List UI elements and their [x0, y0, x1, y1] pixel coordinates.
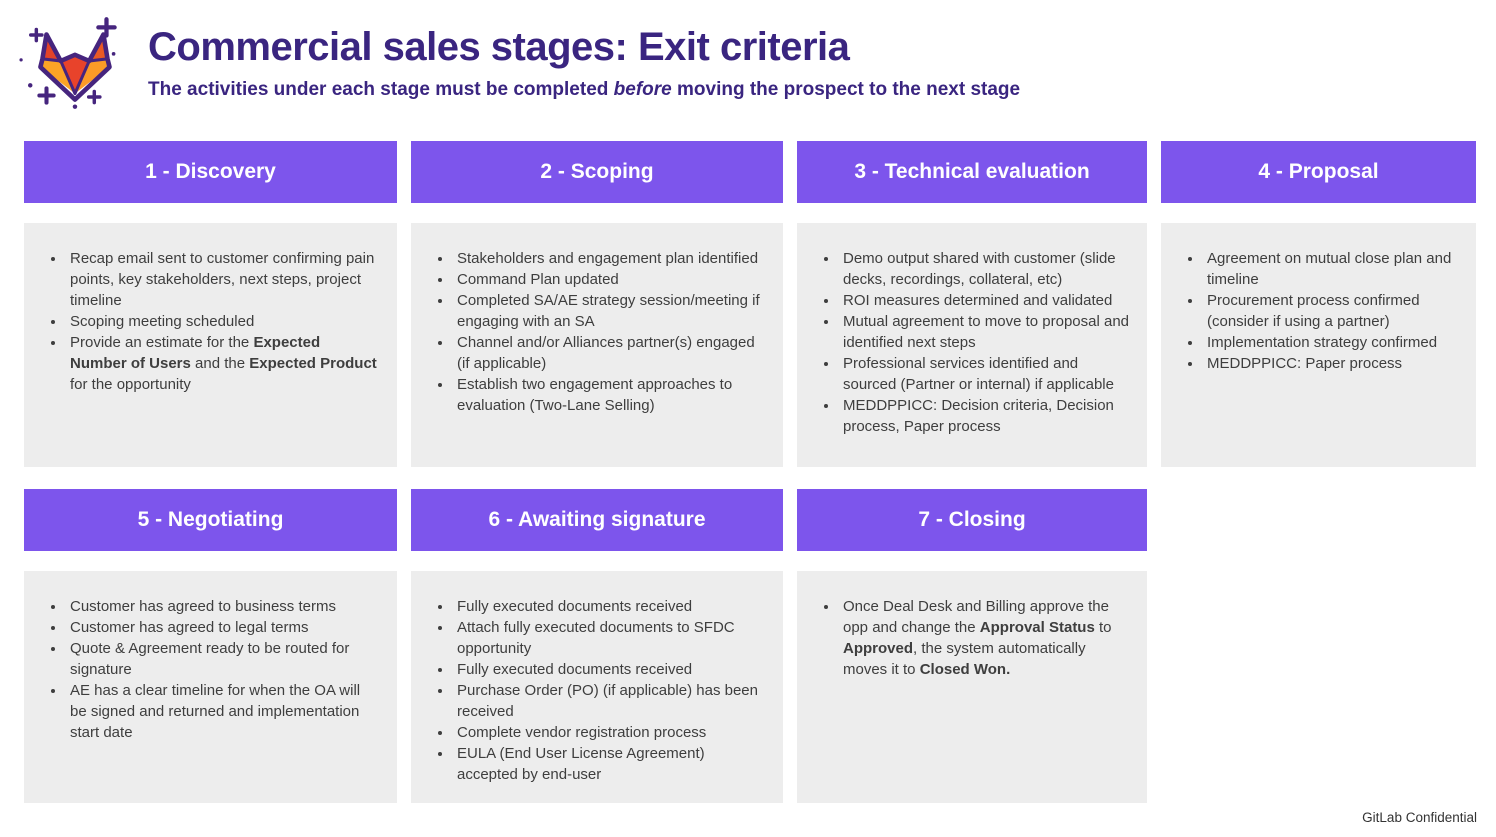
stage-header-awaiting-signature: 6 - Awaiting signature: [411, 489, 783, 551]
stage-card-discovery: 1 - Discovery Recap email sent to custom…: [24, 141, 397, 467]
stage-card-closing: 7 - Closing Once Deal Desk and Billing a…: [797, 489, 1147, 803]
stage-bullets-closing: Once Deal Desk and Billing approve the o…: [839, 596, 1129, 680]
stage-body-discovery: Recap email sent to customer confirming …: [24, 223, 397, 467]
stage-header-scoping: 2 - Scoping: [411, 141, 783, 203]
stage-bullets-proposal: Agreement on mutual close plan and timel…: [1203, 248, 1458, 374]
stage-bullets-technical-evaluation: Demo output shared with customer (slide …: [839, 248, 1129, 437]
stage-card-scoping: 2 - Scoping Stakeholders and engagement …: [411, 141, 783, 467]
stage-header-negotiating: 5 - Negotiating: [24, 489, 397, 551]
stage-body-awaiting-signature: Fully executed documents receivedAttach …: [411, 571, 783, 803]
page-subtitle: The activities under each stage must be …: [148, 79, 1021, 100]
page-title: Commercial sales stages: Exit criteria: [148, 25, 850, 69]
masthead: Commercial sales stages: Exit criteria T…: [0, 0, 1496, 140]
stage-bullets-scoping: Stakeholders and engagement plan identif…: [453, 248, 765, 416]
confidential-footer: GitLab Confidential: [1362, 810, 1477, 825]
stage-body-scoping: Stakeholders and engagement plan identif…: [411, 223, 783, 467]
stage-card-awaiting-signature: 6 - Awaiting signature Fully executed do…: [411, 489, 783, 803]
stage-body-closing: Once Deal Desk and Billing approve the o…: [797, 571, 1147, 803]
stage-bullets-awaiting-signature: Fully executed documents receivedAttach …: [453, 596, 765, 785]
stage-header-technical-evaluation: 3 - Technical evaluation: [797, 141, 1147, 203]
stage-grid: 1 - Discovery Recap email sent to custom…: [24, 141, 1476, 803]
stage-card-proposal: 4 - Proposal Agreement on mutual close p…: [1161, 141, 1476, 467]
gitlab-tanuki-logo: [19, 17, 117, 109]
sparkle-plus-icons: [29, 17, 117, 105]
stage-card-negotiating: 5 - Negotiating Customer has agreed to b…: [24, 489, 397, 803]
stage-header-closing: 7 - Closing: [797, 489, 1147, 551]
stage-bullets-negotiating: Customer has agreed to business termsCus…: [66, 596, 379, 743]
stage-header-proposal: 4 - Proposal: [1161, 141, 1476, 203]
stage-card-technical-evaluation: 3 - Technical evaluation Demo output sha…: [797, 141, 1147, 467]
title-block: Commercial sales stages: Exit criteria T…: [148, 24, 1020, 102]
stage-bullets-discovery: Recap email sent to customer confirming …: [66, 248, 379, 395]
stage-body-negotiating: Customer has agreed to business termsCus…: [24, 571, 397, 803]
sparkle-dots: [19, 51, 116, 109]
stage-header-discovery: 1 - Discovery: [24, 141, 397, 203]
stage-body-technical-evaluation: Demo output shared with customer (slide …: [797, 223, 1147, 467]
stage-body-proposal: Agreement on mutual close plan and timel…: [1161, 223, 1476, 467]
